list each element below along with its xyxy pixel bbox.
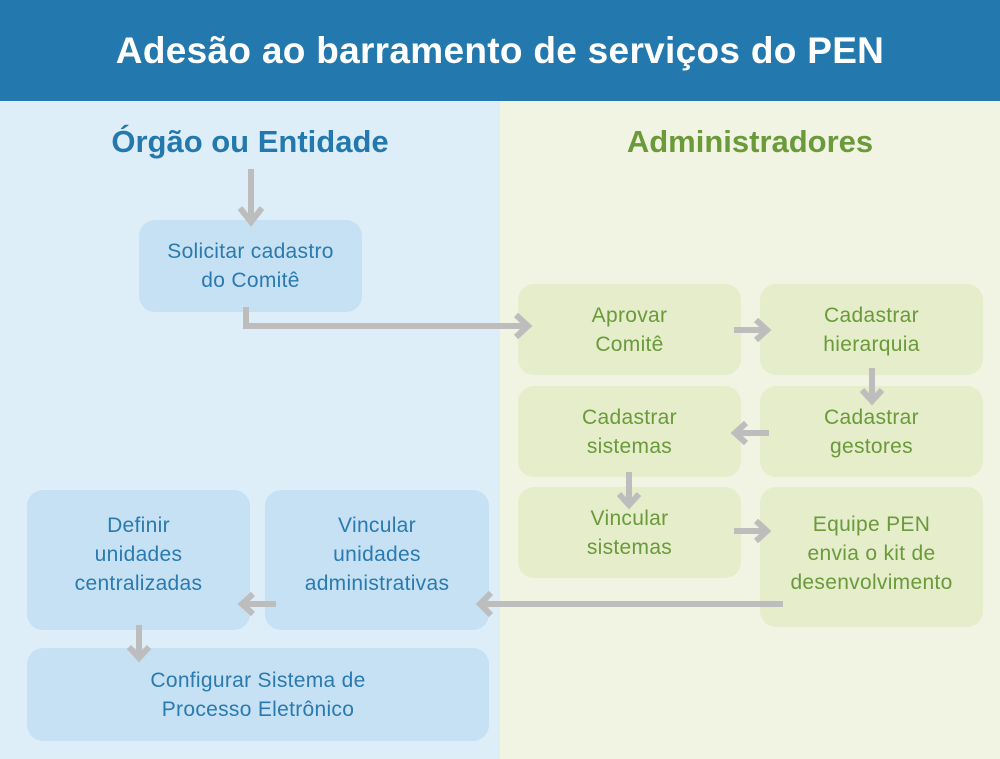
step-equipe-pen-kit: Equipe PEN envia o kit de desenvolviment… <box>760 487 983 627</box>
step-aprovar-comite: Aprovar Comitê <box>518 284 741 375</box>
lane-title-administradores: Administradores <box>626 124 874 159</box>
step-vincular-sistemas: Vincular sistemas <box>518 487 741 578</box>
step-vincular-unidades: Vincular unidades administrativas <box>265 490 489 630</box>
header-bar <box>0 0 1000 101</box>
step-cadastrar-hierarquia: Cadastrar hierarquia <box>760 284 983 375</box>
page-title: Adesão ao barramento de serviços do PEN <box>115 30 885 71</box>
step-solicitar-cadastro: Solicitar cadastro do Comitê <box>139 220 362 312</box>
step-configurar-sistema: Configurar Sistema de Processo Eletrônic… <box>27 648 489 741</box>
step-cadastrar-sistemas: Cadastrar sistemas <box>518 386 741 477</box>
step-cadastrar-gestores: Cadastrar gestores <box>760 386 983 477</box>
lane-title-orgao: Órgão ou Entidade <box>111 124 389 159</box>
step-definir-unidades: Definir unidades centralizadas <box>27 490 250 630</box>
